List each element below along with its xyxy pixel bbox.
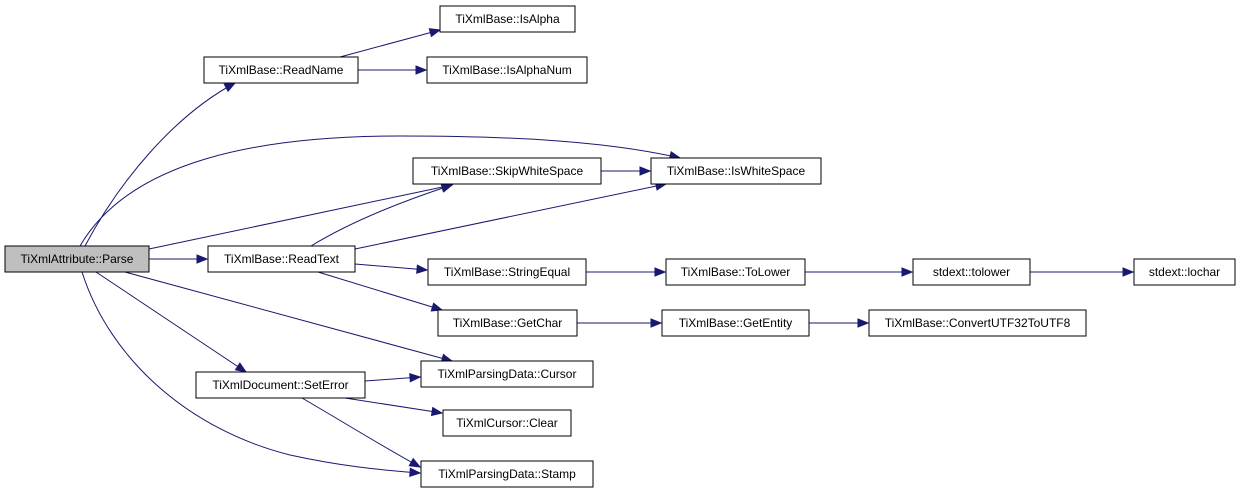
node-box-cursor[interactable] xyxy=(420,360,594,388)
edge-parse-to-cursor xyxy=(124,271,453,362)
node-box-isws[interactable] xyxy=(650,157,822,185)
node-box-readtext[interactable] xyxy=(207,245,356,273)
node-label-readname: TiXmlBase::ReadName xyxy=(219,63,344,77)
node-getentity[interactable]: TiXmlBase::GetEntity xyxy=(661,309,810,337)
node-clear[interactable]: TiXmlCursor::Clear xyxy=(442,409,572,437)
node-stamp[interactable]: TiXmlParsingData::Stamp xyxy=(420,460,594,488)
arrowhead-parse-to-stamp xyxy=(409,467,422,477)
arrowhead-strequal-to-tolower xyxy=(654,267,667,277)
node-readname[interactable]: TiXmlBase::ReadName xyxy=(203,56,359,84)
arrowhead-stdtolower-to-lochar xyxy=(1122,267,1135,277)
node-box-parse[interactable] xyxy=(4,245,150,273)
node-label-stamp: TiXmlParsingData::Stamp xyxy=(438,467,576,481)
node-isws[interactable]: TiXmlBase::IsWhiteSpace xyxy=(650,157,822,185)
edge-readname-to-isalpha xyxy=(339,29,441,58)
arrowhead-readname-to-isalphanum xyxy=(415,65,428,75)
node-cursor[interactable]: TiXmlParsingData::Cursor xyxy=(420,360,594,388)
node-label-seterror: TiXmlDocument::SetError xyxy=(212,378,348,392)
edge-parse-to-readname xyxy=(84,82,236,247)
arrowhead-tolower-to-stdtolower xyxy=(901,267,914,277)
node-isalphanum[interactable]: TiXmlBase::IsAlphaNum xyxy=(426,56,588,84)
node-box-tolower[interactable] xyxy=(665,258,806,286)
node-box-skipws[interactable] xyxy=(412,157,602,185)
node-tolower[interactable]: TiXmlBase::ToLower xyxy=(665,258,806,286)
node-label-isws: TiXmlBase::IsWhiteSpace xyxy=(667,164,806,178)
node-skipws[interactable]: TiXmlBase::SkipWhiteSpace xyxy=(412,157,602,185)
edge-readtext-to-strequal xyxy=(354,263,428,271)
node-strequal[interactable]: TiXmlBase::StringEqual xyxy=(427,258,587,286)
arrowhead-parse-to-readtext xyxy=(196,254,209,264)
node-box-stamp[interactable] xyxy=(420,460,594,488)
node-label-strequal: TiXmlBase::StringEqual xyxy=(444,265,570,279)
node-getchar[interactable]: TiXmlBase::GetChar xyxy=(437,309,578,337)
node-label-parse: TiXmlAttribute::Parse xyxy=(21,252,134,266)
edge-readtext-to-getchar xyxy=(317,271,443,311)
arrowhead-getchar-to-getentity xyxy=(650,318,663,328)
node-convert[interactable]: TiXmlBase::ConvertUTF32ToUTF8 xyxy=(868,309,1087,337)
node-label-stdtolower: stdext::tolower xyxy=(933,265,1010,279)
node-box-strequal[interactable] xyxy=(427,258,587,286)
edge-parse-to-stamp xyxy=(81,271,421,474)
node-box-seterror[interactable] xyxy=(195,371,366,399)
edge-seterror-to-clear xyxy=(344,397,443,414)
node-box-isalphanum[interactable] xyxy=(426,56,588,84)
arrowhead-seterror-to-clear xyxy=(430,406,444,417)
edge-readtext-to-isws xyxy=(354,183,667,250)
edge-parse-to-seterror xyxy=(95,271,247,373)
node-isalpha[interactable]: TiXmlBase::IsAlpha xyxy=(439,5,576,33)
call-nodes: TiXmlAttribute::Parse TiXmlBase::ReadName… xyxy=(4,5,1236,488)
arrowhead-parse-to-seterror xyxy=(234,362,248,373)
node-label-skipws: TiXmlBase::SkipWhiteSpace xyxy=(431,164,584,178)
arrowhead-readname-to-isalpha xyxy=(428,28,442,38)
arrowhead-readtext-to-getchar xyxy=(430,302,444,312)
node-label-clear: TiXmlCursor::Clear xyxy=(456,416,558,430)
node-label-tolower: TiXmlBase::ToLower xyxy=(681,265,791,279)
edge-seterror-to-stamp xyxy=(301,397,421,468)
arrowhead-readtext-to-skipws xyxy=(440,183,454,193)
node-box-lochar[interactable] xyxy=(1133,258,1236,286)
node-box-convert[interactable] xyxy=(868,309,1087,337)
node-box-clear[interactable] xyxy=(442,409,572,437)
node-label-readtext: TiXmlBase::ReadText xyxy=(224,252,340,266)
node-label-getentity: TiXmlBase::GetEntity xyxy=(679,316,793,330)
node-lochar[interactable]: stdext::lochar xyxy=(1133,258,1236,286)
node-label-isalpha: TiXmlBase::IsAlpha xyxy=(455,12,560,26)
arrowhead-readtext-to-strequal xyxy=(416,264,429,274)
node-readtext[interactable]: TiXmlBase::ReadText xyxy=(207,245,356,273)
node-label-getchar: TiXmlBase::GetChar xyxy=(453,316,563,330)
arrowhead-getentity-to-convert xyxy=(857,318,870,328)
edge-readtext-to-skipws xyxy=(310,184,453,247)
node-label-cursor: TiXmlParsingData::Cursor xyxy=(438,367,577,381)
edge-parse-to-isws xyxy=(79,135,681,247)
edge-parse-to-skipws xyxy=(148,184,453,250)
node-seterror[interactable]: TiXmlDocument::SetError xyxy=(195,371,366,399)
node-box-stdtolower[interactable] xyxy=(912,258,1031,286)
node-label-convert: TiXmlBase::ConvertUTF32ToUTF8 xyxy=(885,316,1071,330)
node-parse[interactable]: TiXmlAttribute::Parse xyxy=(4,245,150,273)
arrowhead-parse-to-readname xyxy=(223,82,237,93)
arrowhead-seterror-to-stamp xyxy=(408,457,422,468)
node-label-lochar: stdext::lochar xyxy=(1149,265,1220,279)
node-stdtolower[interactable]: stdext::tolower xyxy=(912,258,1031,286)
arrowhead-seterror-to-cursor xyxy=(409,373,422,383)
node-box-getentity[interactable] xyxy=(661,309,810,337)
arrowhead-skipws-to-isws xyxy=(639,166,652,176)
node-box-readname[interactable] xyxy=(203,56,359,84)
node-box-getchar[interactable] xyxy=(437,309,578,337)
node-label-isalphanum: TiXmlBase::IsAlphaNum xyxy=(442,63,572,77)
node-box-isalpha[interactable] xyxy=(439,5,576,33)
